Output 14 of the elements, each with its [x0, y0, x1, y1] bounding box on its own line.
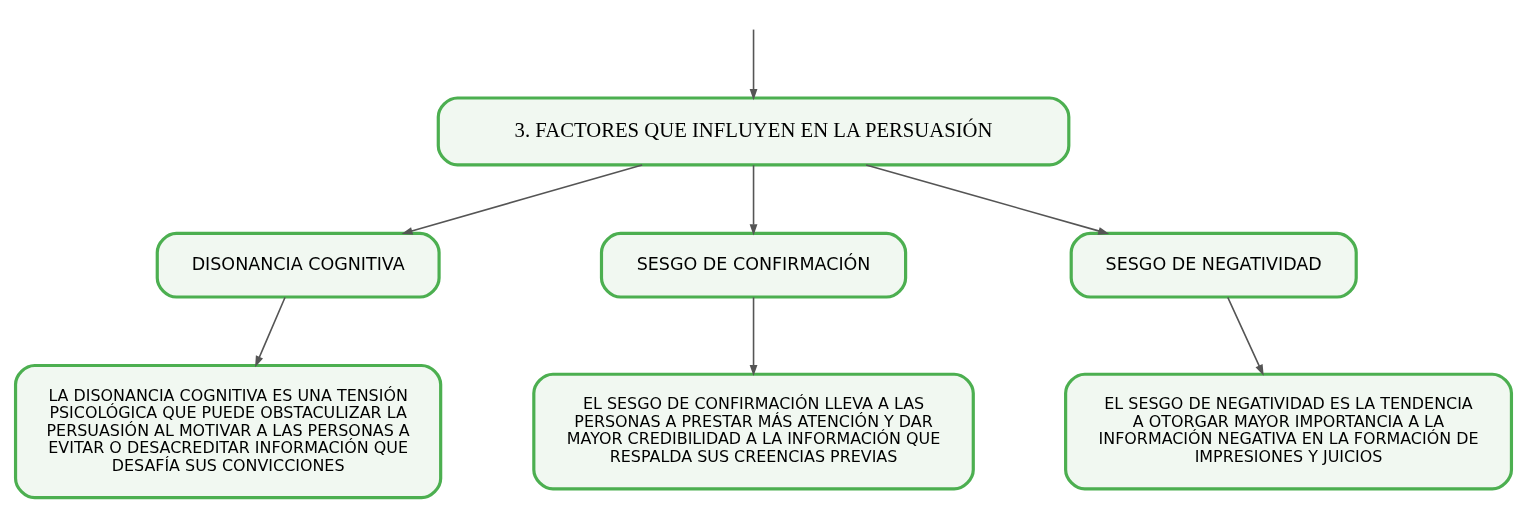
arrow	[749, 296, 758, 377]
arrow	[749, 164, 758, 236]
node-box: SESGO DE CONFIRMACIÓN	[599, 231, 908, 299]
node-box: EL SESGO DE CONFIRMACIÓN LLEVA A LAS PERSONAS A PRESTAR MÁS ATENCIÓN Y DAR MAYOR CREDIBILIDAD A LA INFORMACIÓN QUE RESPALDA SUS CREENCIAS PREVIAS	[532, 372, 975, 491]
node-box: LA DISONANCIA COGNITIVA ES UNA TENSIÓN PSICOLÓGICA QUE PUEDE OBSTACULIZAR LA PERSUASIÓN AL MOTIVAR A LAS PERSONAS A EVITAR O DESACREDITAR INFORMACIÓN QUE DESAFÍA SUS CONVICCIONES	[13, 363, 443, 500]
arrow	[1227, 296, 1264, 376]
arrow	[401, 164, 643, 235]
arrow	[865, 164, 1110, 235]
node-box: SESGO DE NEGATIVIDAD	[1069, 231, 1358, 299]
arrow	[255, 296, 286, 368]
node-box: DISONANCIA COGNITIVA	[155, 231, 441, 299]
node-box: EL SESGO DE NEGATIVIDAD ES LA TENDENCIA A OTORGAR MAYOR IMPORTANCIA A LA INFORMACIÓN NEGATIVA EN LA FORMACIÓN DE IMPRESIONES Y JUICIOS	[1064, 372, 1514, 491]
arrow	[749, 28, 758, 101]
node-box: 3. FACTORES QUE INFLUYEN EN LA PERSUASIÓN	[436, 96, 1071, 167]
